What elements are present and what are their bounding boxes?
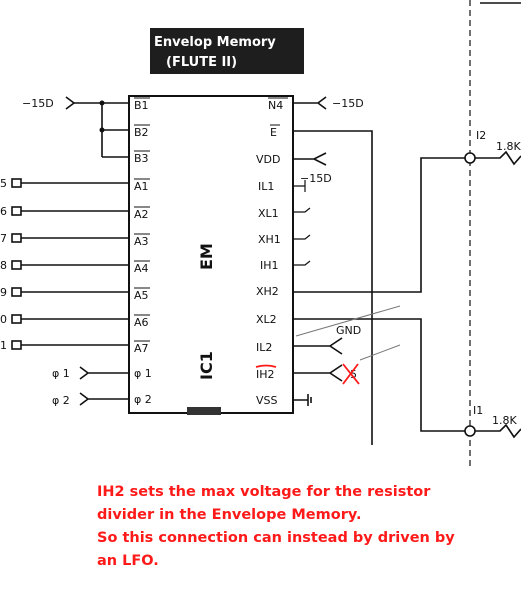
- title-line2: (FLUTE II): [166, 55, 237, 70]
- partial-label-6: 6: [0, 205, 7, 218]
- i2-node: [464, 152, 476, 164]
- left-pin-labels: B1 B2 B3 A1 A2 A3 A4 A5 A6 A7 φ 1 φ 2: [134, 99, 152, 406]
- neg15d-top-label: −15D: [332, 97, 364, 110]
- vss-wire: [293, 394, 312, 406]
- pin-ih2: IH2: [256, 368, 275, 381]
- pin-vdd: VDD: [256, 153, 280, 166]
- pin-a3: A3: [134, 235, 149, 248]
- pin-n4: N4: [268, 99, 283, 112]
- neg15d-left-label: −15D: [22, 97, 54, 110]
- partial-label-1: 1: [0, 339, 7, 352]
- pin-phi1: φ 1: [134, 367, 152, 380]
- phi1-ext-label: φ 1: [52, 367, 70, 380]
- note-line: So this connection can instead by driven…: [97, 530, 455, 546]
- junction-dot: [99, 100, 105, 106]
- partial-label-0: 0: [0, 313, 7, 326]
- pin-phi2: φ 2: [134, 393, 152, 406]
- xh2-wire: [293, 157, 467, 293]
- neg15d-left-arrow: [65, 96, 76, 110]
- title-block: [150, 28, 304, 74]
- pin-il2: IL2: [256, 341, 272, 354]
- pin-vss: VSS: [256, 394, 278, 407]
- e-wire: [293, 130, 373, 445]
- ih2-wire: [293, 364, 343, 382]
- note-line: IH2 sets the max voltage for the resisto…: [97, 484, 431, 500]
- n4-wire: [293, 96, 327, 110]
- right-pin-labels: N4 E VDD IL1 XL1 XH1 IH1 XH2 XL2 IL2 IH2…: [256, 99, 283, 407]
- r1-label: 1.8K: [492, 414, 517, 427]
- pin-b1: B1: [134, 99, 149, 112]
- i1-label: I1: [473, 404, 483, 417]
- pin-ih1: IH1: [260, 259, 279, 272]
- vdd-wire: [293, 152, 327, 166]
- pin-b3: B3: [134, 152, 149, 165]
- chip-name: EM: [197, 243, 216, 270]
- annotation-note: IH2 sets the max voltage for the resisto…: [97, 481, 497, 573]
- chip-ic-label: IC1: [197, 351, 216, 380]
- sketch-line: [359, 344, 401, 361]
- cross-out-mark: [342, 363, 360, 385]
- r2-wire: [475, 150, 521, 166]
- schematic-diagram: Envelop Memory (FLUTE II) EM IC1 B1 B2 B…: [0, 0, 521, 470]
- i2-label: I2: [476, 129, 486, 142]
- pin-b2: B2: [134, 126, 149, 139]
- pin-a1: A1: [134, 180, 149, 193]
- pin-xl2: XL2: [256, 313, 277, 326]
- phi2-ext-label: φ 2: [52, 394, 70, 407]
- left-pin-overbars: [134, 97, 150, 342]
- pin-a5: A5: [134, 289, 149, 302]
- sketch-line: [295, 305, 401, 337]
- il2-wire: [293, 337, 343, 355]
- phi2-arrow: [79, 392, 129, 406]
- note-line: an LFO.: [97, 553, 159, 569]
- pin-xl1: XL1: [258, 207, 279, 220]
- r1-wire: [475, 423, 521, 439]
- a-inputs: 5 6 7 8 9 0 1: [0, 177, 129, 352]
- pin-xh1: XH1: [258, 233, 281, 246]
- phi1-arrow: [79, 366, 129, 380]
- ih2-pin-number: 5: [350, 368, 357, 381]
- pin-e: E: [270, 126, 277, 139]
- pin-il1: IL1: [258, 180, 274, 193]
- partial-label-8: 8: [0, 259, 7, 272]
- ic-notch: [187, 407, 221, 415]
- note-line: divider in the Envelope Memory.: [97, 507, 362, 523]
- pin-a4: A4: [134, 262, 149, 275]
- junction-dot: [99, 127, 105, 133]
- pin-a7: A7: [134, 342, 149, 355]
- i1-node: [464, 425, 476, 437]
- pin-xh2: XH2: [256, 285, 279, 298]
- ih2-underline: [255, 364, 277, 368]
- gnd-label: GND: [336, 324, 361, 337]
- neg15d-vdd-label: −15D: [300, 172, 332, 185]
- title-line1: Envelop Memory: [154, 35, 276, 50]
- partial-label-7: 7: [0, 232, 7, 245]
- pin-a6: A6: [134, 316, 149, 329]
- right-pin-overbars: [268, 97, 288, 126]
- pin-a2: A2: [134, 208, 149, 221]
- partial-label-5: 5: [0, 177, 7, 190]
- unconnected-pin-stubs: [293, 180, 311, 266]
- r2-label: 1.8K: [496, 140, 521, 153]
- xl2-wire: [293, 318, 467, 432]
- partial-label-9: 9: [0, 286, 7, 299]
